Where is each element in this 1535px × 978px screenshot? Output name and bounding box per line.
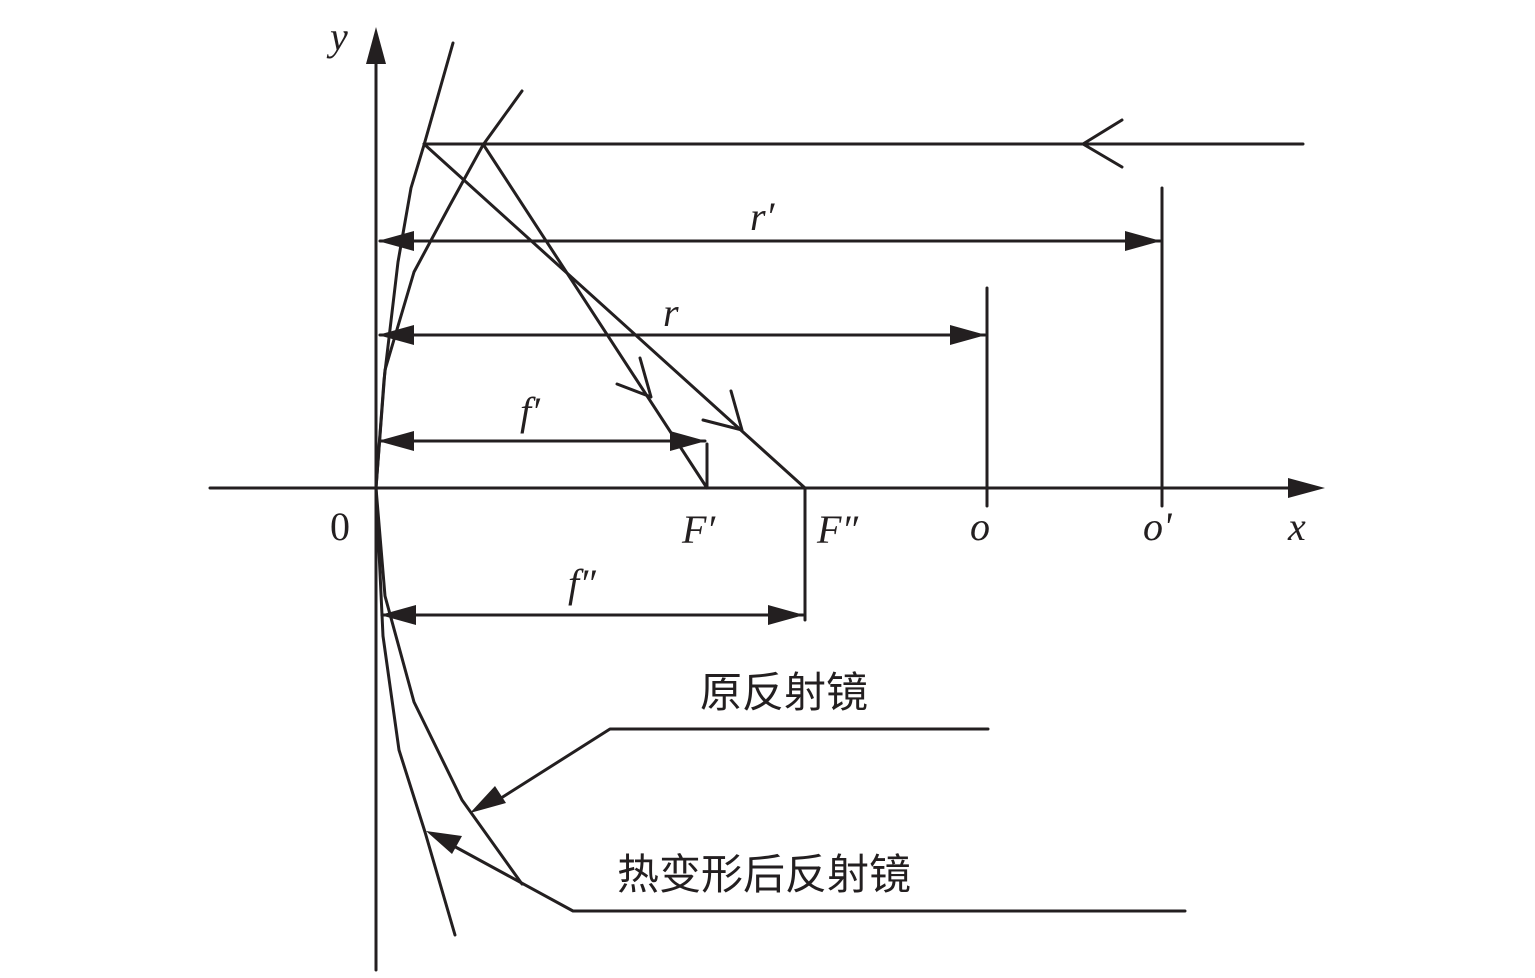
label-original-mirror: 原反射镜 (700, 668, 868, 717)
y-axis-arrowhead (366, 27, 386, 64)
reflected-ray-to-f-prime (481, 142, 709, 490)
label-dim-f-double-prime: f″ (568, 561, 597, 606)
dim-f-prime-arrow-left (378, 431, 414, 451)
reflected-ray-to-f-double-prime (422, 142, 807, 490)
x-axis-label: x (1287, 504, 1306, 549)
dim-f-double-prime-arrow-left (380, 605, 416, 625)
incoming-ray (422, 118, 1305, 169)
labels: y x 0 F′ F″ o o' r′ r f′ f″ 原反射镜 热变形后反射镜 (326, 14, 1306, 899)
label-o-prime: o' (1143, 504, 1173, 549)
leader-deformed-mirror-arrowhead (426, 831, 462, 854)
dim-r-arrow-left (378, 325, 414, 345)
dim-r-prime-arrow-right (1125, 231, 1161, 251)
y-axis-label: y (326, 14, 348, 59)
callout-leaders (426, 727, 1187, 913)
label-dim-r-prime: r′ (750, 194, 776, 239)
dimension-arrows (378, 231, 1162, 625)
leader-original-mirror-arrowhead (470, 786, 506, 813)
label-dim-r: r (663, 290, 679, 335)
ray-chevron-f-double-prime (701, 389, 744, 432)
leader-original-mirror (496, 727, 990, 802)
dim-f-double-prime-arrow-right (768, 605, 804, 625)
label-o: o (970, 504, 990, 549)
deformed-mirror-curve (374, 89, 524, 886)
x-axis-arrowhead (1288, 478, 1325, 498)
reflected-rays (422, 142, 807, 490)
dim-f-prime-arrow-right (670, 431, 706, 451)
label-dim-f-prime: f′ (520, 389, 541, 434)
dim-r-prime-arrow-left (378, 231, 414, 251)
leader-deformed-mirror (448, 842, 1187, 913)
label-deformed-mirror: 热变形后反射镜 (617, 850, 911, 899)
label-f-double-prime: F″ (816, 507, 859, 552)
dim-r-arrow-right (950, 325, 986, 345)
vertical-markers (705, 186, 1164, 622)
label-f-prime: F′ (681, 507, 716, 552)
origin-label: 0 (330, 504, 350, 549)
ray-chevron-f-prime (615, 356, 653, 399)
incoming-ray-chevron (1081, 118, 1124, 169)
